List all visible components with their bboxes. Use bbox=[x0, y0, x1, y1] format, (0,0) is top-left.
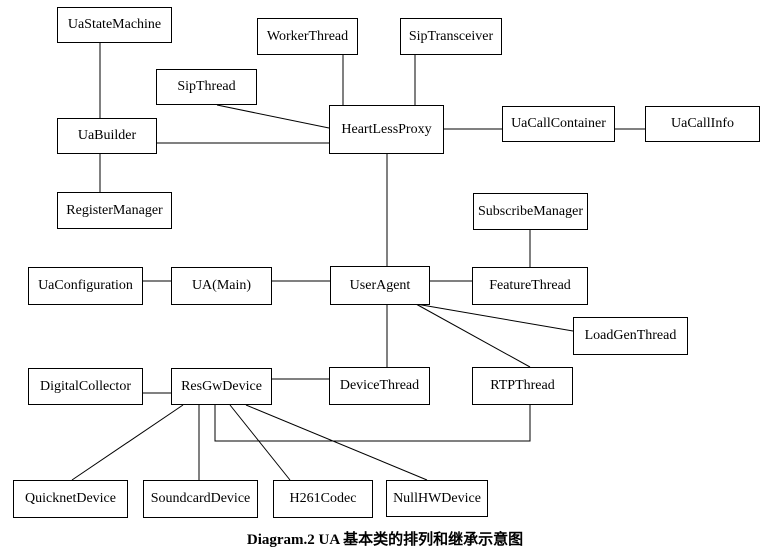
node-sipthread: SipThread bbox=[156, 69, 257, 105]
node-heartlessproxy: HeartLessProxy bbox=[329, 105, 444, 154]
node-quicknetdevice: QuicknetDevice bbox=[13, 480, 128, 518]
node-rtpthread: RTPThread bbox=[472, 367, 573, 405]
node-uacallinfo: UaCallInfo bbox=[645, 106, 760, 142]
node-siptransceiver: SipTransceiver bbox=[400, 18, 502, 55]
node-nullhwdevice: NullHWDevice bbox=[386, 480, 488, 517]
node-devicethread: DeviceThread bbox=[329, 367, 430, 405]
node-registermanager: RegisterManager bbox=[57, 192, 172, 229]
node-soundcarddevice: SoundcardDevice bbox=[143, 480, 258, 518]
node-workerthread: WorkerThread bbox=[257, 18, 358, 55]
node-h261codec: H261Codec bbox=[273, 480, 373, 518]
edge-useragent-rtpthread bbox=[415, 303, 531, 368]
node-featurethread: FeatureThread bbox=[472, 267, 588, 305]
node-uamain: UA(Main) bbox=[171, 267, 272, 305]
edge-resgwdevice-h261codec bbox=[229, 404, 291, 481]
node-uaconfiguration: UaConfiguration bbox=[28, 267, 143, 305]
node-useragent: UserAgent bbox=[330, 266, 430, 305]
node-uabuilder: UaBuilder bbox=[57, 118, 157, 154]
node-resgwdevice: ResGwDevice bbox=[171, 368, 272, 405]
edge-resgwdevice-quicknetdevice bbox=[71, 404, 184, 481]
node-uacallcontainer: UaCallContainer bbox=[502, 106, 615, 142]
edge-resgwdevice-nullhwdevice bbox=[245, 404, 428, 481]
edge-sipthread-heartlessproxy bbox=[216, 104, 330, 129]
node-subscribemanager: SubscribeManager bbox=[473, 193, 588, 230]
diagram-caption: Diagram.2 UA 基本类的排列和继承示意图 bbox=[246, 532, 524, 548]
node-loadgenthread: LoadGenThread bbox=[573, 317, 688, 355]
node-digitalcollector: DigitalCollector bbox=[28, 368, 143, 405]
node-uastatemachine: UaStateMachine bbox=[57, 7, 172, 43]
edge-useragent-loadgenthread bbox=[415, 303, 574, 332]
edge-resgwdevice-rtpthread bbox=[214, 405, 531, 442]
